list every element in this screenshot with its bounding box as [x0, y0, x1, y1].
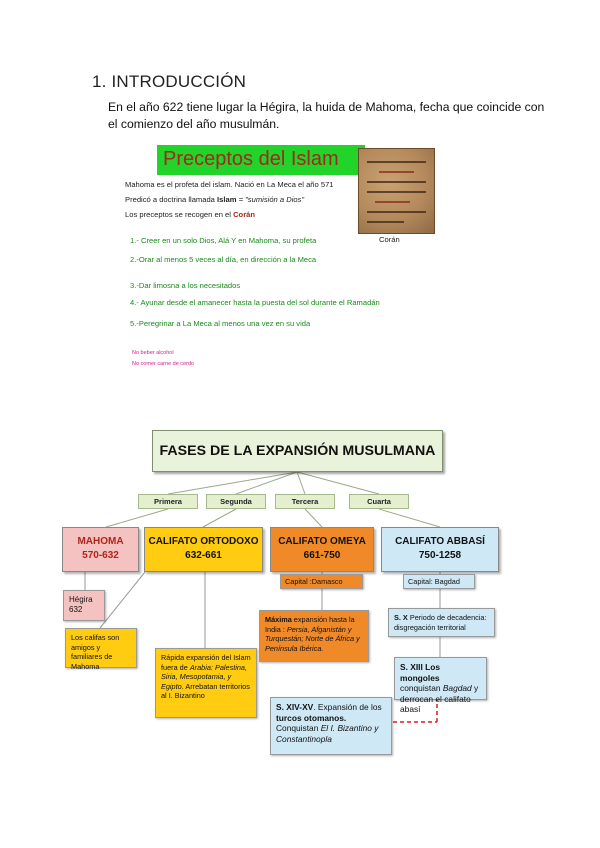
abbasi-years: 750-1258	[382, 549, 498, 563]
sxiii-box: S. XIII Los mongoles conquistan Bagdad y…	[394, 657, 487, 700]
capital-abbasi-box: Capital: Bagdad	[403, 574, 475, 589]
phase-label-3: Tercera	[275, 494, 335, 509]
sx-box: S. X Periodo de decadencia: disgregación…	[388, 608, 495, 637]
mahoma-box: MAHOMA 570-632	[62, 527, 139, 572]
abbasi-box: CALIFATO ABBASÍ 750-1258	[381, 527, 499, 572]
phase-label-1: Primera	[138, 494, 198, 509]
ortodoxo-years: 632-661	[145, 549, 262, 563]
ortodoxo-box: CALIFATO ORTODOXO 632-661	[144, 527, 263, 572]
capital-omeya-box: Capital :Damasco	[280, 574, 363, 589]
omeya-name: CALIFATO OMEYA	[271, 535, 373, 549]
mahoma-name: MAHOMA	[63, 535, 138, 549]
sxiv-box: S. XIV-XV. Expansión de los turcos otoma…	[270, 697, 392, 755]
omeya-box: CALIFATO OMEYA 661-750	[270, 527, 374, 572]
omeya-years: 661-750	[271, 549, 373, 563]
mahoma-years: 570-632	[63, 549, 138, 563]
rapida-box: Rápida expansión del Islam fuera de Arab…	[155, 648, 257, 718]
ortodoxo-name: CALIFATO ORTODOXO	[145, 535, 262, 549]
abbasi-name: CALIFATO ABBASÍ	[382, 535, 498, 549]
maxima-box: Máxima expansión hasta la India : Persia…	[259, 610, 369, 662]
phase-label-2: Segunda	[206, 494, 266, 509]
phase-label-4: Cuarta	[349, 494, 409, 509]
diagram-title: FASES DE LA EXPANSIÓN MUSULMANA	[152, 430, 443, 472]
califas-box: Los califas son amigos y familiares de M…	[65, 628, 137, 668]
